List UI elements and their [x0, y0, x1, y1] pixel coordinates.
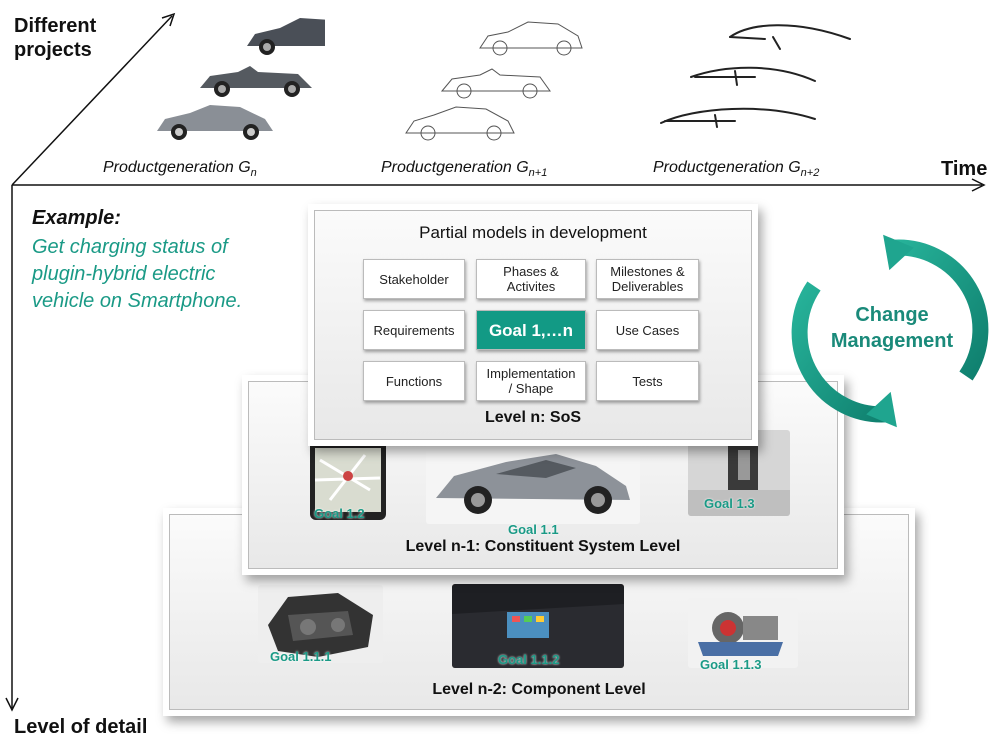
projects-label-line2: projects [14, 39, 92, 61]
projects-axis-label: Different projects [14, 14, 96, 62]
cell-implementation-shape: Implementation/ Shape [476, 361, 586, 401]
cell-tests-label: Tests [632, 373, 663, 389]
goal-1-1-3: Goal 1.1.3 [700, 657, 762, 672]
car-photo-3 [157, 105, 273, 140]
example-line-1: Get charging status of [32, 236, 228, 258]
cell-impl-label-2: / Shape [508, 381, 554, 396]
component-photo-dashboard [452, 584, 624, 668]
cycle-arrowhead-bottom [866, 391, 897, 428]
change-management-line1: Change [855, 304, 929, 326]
generation-label-n1: Productgeneration Gn+1 [381, 159, 548, 180]
generation-label-n2: Productgeneration Gn+2 [653, 159, 820, 180]
car-sketch-1 [479, 21, 583, 56]
projects-axis-arrow [161, 12, 176, 27]
cell-tests: Tests [596, 361, 699, 401]
car-sketches-gen-n1 [405, 21, 583, 141]
car-stroke-1 [729, 24, 851, 50]
example-description: Get charging status of plugin-hybrid ele… [32, 234, 312, 315]
car-sketch-2 [440, 68, 551, 99]
detail-axis-arrow [5, 697, 19, 712]
constituent-level-title: Level n-1: Constituent System Level [405, 538, 681, 555]
component-level-title: Level n-2: Component Level [432, 681, 646, 698]
goal-1-1-2: Goal 1.1.2 [498, 652, 560, 667]
cell-stakeholder-label: Stakeholder [379, 271, 449, 287]
cell-goal: Goal 1,…n [476, 310, 586, 350]
cell-phases-label-2: Activites [506, 279, 556, 294]
car-stroke-2 [690, 66, 816, 86]
detail-axis-label: Level of detail [14, 716, 148, 738]
car-sketch-3 [405, 106, 515, 141]
example-line-3: vehicle on Smartphone. [32, 290, 243, 312]
example-heading: Example: [32, 207, 121, 229]
cell-impl-label-1: Implementation [486, 366, 576, 381]
cell-phases-activities: Phases &Activites [476, 259, 586, 299]
time-axis-label: Time [941, 158, 988, 180]
cycle-arc-left [791, 281, 891, 423]
sos-level-title: Level n: SoS [484, 409, 582, 426]
cycle-arc-right [889, 239, 989, 381]
cell-stakeholder: Stakeholder [363, 259, 465, 299]
projects-axis-line [11, 15, 173, 186]
cell-functions: Functions [363, 361, 465, 401]
time-axis-arrow [971, 178, 986, 192]
generation-label-n: Productgeneration Gn [103, 159, 257, 180]
sos-title: Partial models in development [419, 223, 647, 242]
cell-milestones-label-2: Deliverables [611, 279, 684, 294]
cell-milestones-label-1: Milestones & [610, 264, 685, 279]
car-photo-2 [200, 66, 312, 97]
car-strokes-gen-n2 [660, 24, 851, 128]
change-management-line2: Management [830, 330, 954, 352]
cell-functions-label: Functions [385, 373, 443, 389]
goal-1-3: Goal 1.3 [704, 496, 755, 511]
car-stroke-3 [660, 107, 816, 128]
car-photos-gen-n [157, 18, 325, 140]
cycle-arrowhead-top [883, 234, 914, 271]
cell-use-cases-label: Use Cases [615, 322, 680, 338]
cell-phases-label-1: Phases & [503, 264, 559, 279]
car-photo-1 [247, 18, 325, 55]
example-line-2: plugin-hybrid electric [32, 263, 216, 285]
component-photo-charger [688, 598, 798, 668]
change-management-label: Change Management [812, 302, 972, 354]
change-management-cycle [791, 234, 989, 428]
cell-requirements: Requirements [363, 310, 465, 350]
goal-1-2: Goal 1.2 [314, 506, 365, 521]
cell-goal-label: Goal 1,…n [488, 320, 574, 340]
cell-use-cases: Use Cases [596, 310, 699, 350]
cell-requirements-label: Requirements [373, 322, 455, 338]
projects-label-line1: Different [14, 15, 97, 37]
cell-milestones-deliverables: Milestones &Deliverables [596, 259, 699, 299]
constituent-photo-car [426, 438, 640, 524]
goal-1-1: Goal 1.1 [508, 522, 559, 537]
constituent-photo-phone [310, 440, 386, 520]
component-photo-engine [258, 585, 383, 663]
goal-1-1-1: Goal 1.1.1 [270, 649, 332, 664]
